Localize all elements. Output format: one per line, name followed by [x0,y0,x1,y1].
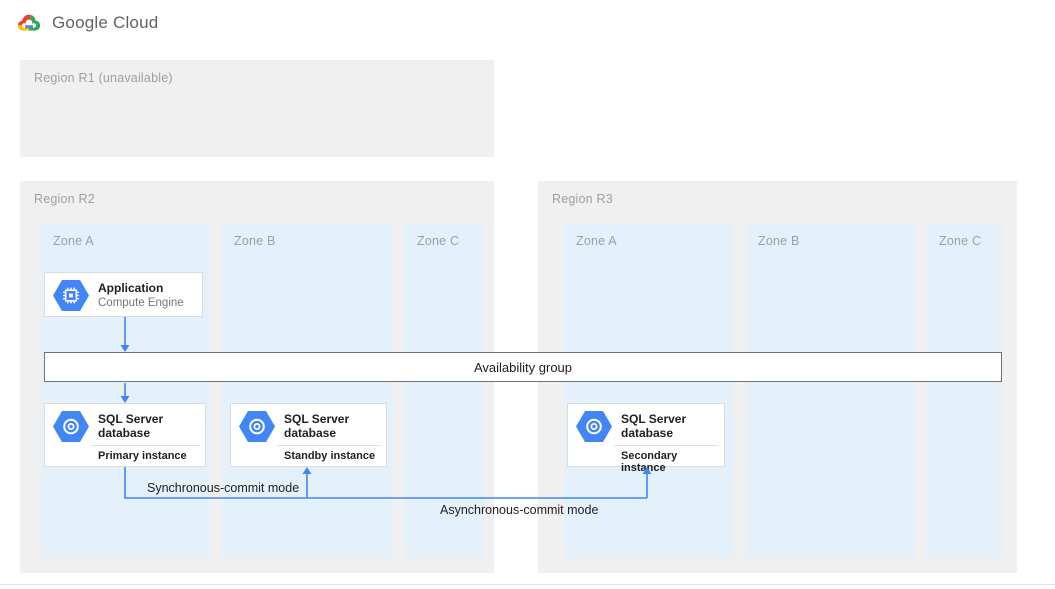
cloud-sql-icon [239,411,275,442]
region-r3-zone-a: Zone A [564,224,734,558]
zone-label: Zone A [576,234,617,248]
card-divider [91,445,200,446]
sql-secondary-instance-label: Secondary instance [621,450,678,474]
zone-label: Zone B [758,234,800,248]
compute-engine-icon [53,280,89,311]
sync-commit-label: Synchronous-commit mode [147,481,300,495]
card-divider [277,445,381,446]
async-commit-label: Asynchronous-commit mode [440,503,599,517]
sql-secondary-card: SQL Server database Secondary instance [567,403,725,474]
zone-label: Zone A [53,234,94,248]
region-r3-label: Region R3 [552,192,613,206]
zone-label: Zone C [939,234,982,248]
sql-secondary-title: SQL Server database [621,412,687,440]
region-r1-label: Region R1 (unavailable) [34,71,173,85]
sql-standby-title: SQL Server database [284,412,350,440]
availability-group-banner: Availability group [44,352,1002,382]
sql-primary-title: SQL Server database [98,412,164,440]
region-r2-zone-b: Zone B [222,224,393,558]
google-cloud-logo: Google Cloud [15,12,158,34]
region-r2-label: Region R2 [34,192,95,206]
cloud-sql-icon [53,411,89,442]
card-divider [614,445,719,446]
sql-standby-instance-label: Standby instance [284,450,376,462]
sql-standby-card: SQL Server database Standby instance [230,403,387,467]
page-bottom-divider [0,584,1055,585]
region-r3-zone-c: Zone C [927,224,1002,558]
region-r1: Region R1 (unavailable) [20,60,494,157]
zone-label: Zone B [234,234,276,248]
region-r3-zone-b: Zone B [746,224,915,558]
zone-label: Zone C [417,234,460,248]
google-cloud-logotype: Google Cloud [52,13,159,32]
availability-group-label: Availability group [473,359,573,375]
google-cloud-icon [15,12,43,34]
sql-primary-card: SQL Server database Primary instance [44,403,206,467]
cloud-sql-icon [576,411,612,442]
application-card: Application Compute Engine [44,272,203,317]
sql-primary-instance-label: Primary instance [98,450,187,462]
region-r2-zone-c: Zone C [405,224,484,558]
application-title: Application Compute Engine [98,281,184,309]
application-subtitle: Compute Engine [98,297,184,309]
